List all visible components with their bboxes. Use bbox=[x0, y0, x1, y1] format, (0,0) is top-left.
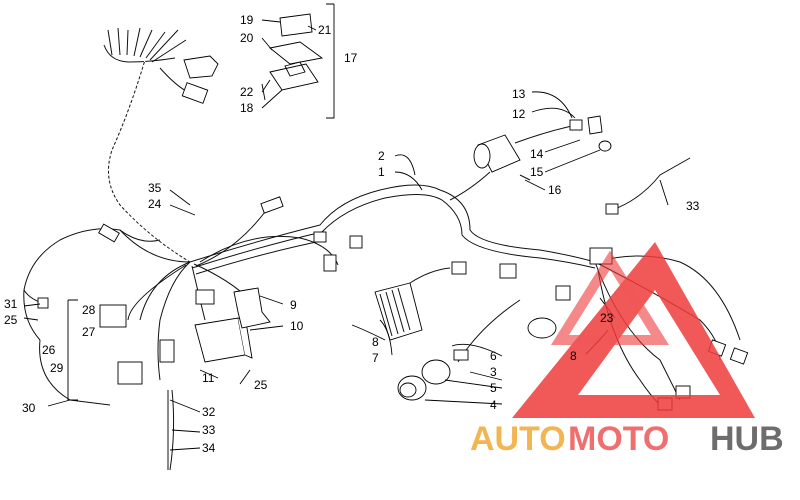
watermark-hub: HUB bbox=[710, 420, 784, 458]
callout-17: 17 bbox=[344, 51, 358, 65]
callout-18: 18 bbox=[240, 101, 254, 115]
callout-1: 1 bbox=[378, 165, 385, 179]
callout-26: 26 bbox=[42, 343, 56, 357]
watermark-moto: MOTO bbox=[568, 420, 669, 458]
callout-32: 32 bbox=[202, 405, 216, 419]
callout-2: 2 bbox=[378, 149, 385, 163]
callout-20: 20 bbox=[240, 31, 254, 45]
callout-6: 6 bbox=[490, 349, 497, 363]
logo-inner-triangle-icon bbox=[550, 250, 670, 345]
callout-33-bottom: 33 bbox=[202, 423, 216, 437]
callout-7: 7 bbox=[372, 351, 379, 365]
callout-4: 4 bbox=[490, 398, 497, 412]
callout-10: 10 bbox=[290, 319, 304, 333]
callouts: 2 1 13 12 14 15 16 33 23 8 6 3 5 4 8 7 9… bbox=[4, 13, 700, 455]
callout-29: 29 bbox=[50, 361, 64, 375]
callout-25-bottom: 25 bbox=[254, 378, 268, 392]
callout-8-mid: 8 bbox=[372, 335, 379, 349]
callout-24: 24 bbox=[148, 197, 162, 211]
callout-19: 19 bbox=[240, 13, 254, 27]
watermark-logo bbox=[512, 242, 755, 418]
callout-3: 3 bbox=[490, 365, 497, 379]
callout-9: 9 bbox=[290, 298, 297, 312]
callout-16: 16 bbox=[548, 183, 562, 197]
callout-21: 21 bbox=[318, 23, 332, 37]
callout-15: 15 bbox=[530, 165, 544, 179]
callout-22: 22 bbox=[240, 85, 254, 99]
callout-31: 31 bbox=[4, 297, 18, 311]
callout-13: 13 bbox=[512, 87, 526, 101]
callout-28: 28 bbox=[82, 303, 96, 317]
callout-8-right: 8 bbox=[570, 349, 577, 363]
watermark-text: AUTO MOTO HUB bbox=[470, 420, 784, 458]
logo-triangle-icon bbox=[512, 242, 755, 418]
callout-14: 14 bbox=[530, 147, 544, 161]
callout-23: 23 bbox=[600, 311, 614, 325]
callout-25-left: 25 bbox=[4, 313, 18, 327]
watermark-auto: AUTO bbox=[470, 420, 566, 458]
callout-5: 5 bbox=[490, 381, 497, 395]
callout-34: 34 bbox=[202, 441, 216, 455]
callout-33-top: 33 bbox=[686, 199, 700, 213]
callout-35: 35 bbox=[148, 181, 162, 195]
harness-drawing bbox=[23, 13, 749, 471]
callout-12: 12 bbox=[512, 107, 526, 121]
callout-27: 27 bbox=[82, 325, 96, 339]
callout-11: 11 bbox=[202, 371, 215, 385]
callout-30: 30 bbox=[22, 401, 36, 415]
